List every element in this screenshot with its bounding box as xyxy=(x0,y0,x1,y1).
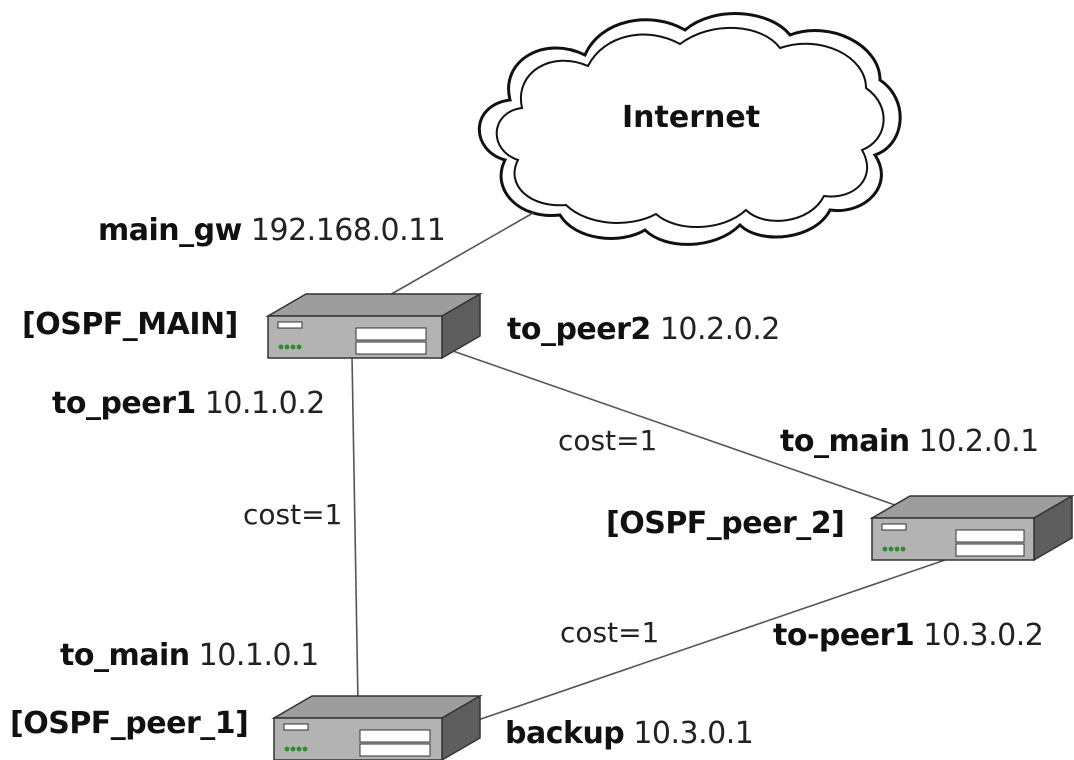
router-peer1-icon xyxy=(271,694,483,760)
iface-ip: 10.3.0.2 xyxy=(923,618,1044,653)
node-peer1-name: [OSPF_peer_1] xyxy=(10,706,249,741)
iface-name: to_main xyxy=(780,424,910,459)
cost-peer1-peer2: cost=1 xyxy=(560,616,660,649)
node-peer2-name: [OSPF_peer_2] xyxy=(606,506,845,541)
iface-name: to_main xyxy=(60,638,190,673)
router-peer2-icon xyxy=(869,494,1074,562)
iface-main-gw: main_gw 192.168.0.11 xyxy=(98,213,446,249)
iface-ip: 10.1.0.1 xyxy=(198,638,320,673)
iface-name: backup xyxy=(505,716,625,751)
iface-name: to_peer2 xyxy=(507,312,651,347)
iface-name: to_peer1 xyxy=(52,386,196,421)
iface-ip: 10.2.0.2 xyxy=(659,312,781,347)
iface-main-to-peer1: to_peer1 10.1.0.2 xyxy=(52,386,325,422)
iface-ip: 192.168.0.11 xyxy=(250,213,446,248)
link-main-peer1 xyxy=(351,355,359,704)
iface-ip: 10.3.0.1 xyxy=(633,716,754,751)
cost-main-peer1: cost=1 xyxy=(243,498,343,531)
router-main-icon xyxy=(265,292,483,360)
link-main-peer2 xyxy=(449,349,896,506)
node-main-name: [OSPF_MAIN] xyxy=(22,307,238,342)
iface-peer2-to-peer1: to-peer1 10.3.0.2 xyxy=(773,618,1044,654)
iface-main-to-peer2: to_peer2 10.2.0.2 xyxy=(507,312,780,348)
link-peer1-peer2 xyxy=(477,559,946,721)
internet-cloud xyxy=(477,12,902,246)
iface-name: main_gw xyxy=(98,213,242,248)
iface-peer2-to-main: to_main 10.2.0.1 xyxy=(780,424,1039,460)
link-internet-main xyxy=(387,212,534,297)
iface-ip: 10.1.0.2 xyxy=(204,386,326,421)
iface-ip: 10.2.0.1 xyxy=(918,424,1040,459)
iface-name: to-peer1 xyxy=(773,618,915,653)
iface-peer1-backup: backup 10.3.0.1 xyxy=(505,716,754,752)
iface-peer1-to-main: to_main 10.1.0.1 xyxy=(60,638,319,674)
cost-main-peer2: cost=1 xyxy=(558,424,658,457)
internet-label: Internet xyxy=(622,100,761,135)
